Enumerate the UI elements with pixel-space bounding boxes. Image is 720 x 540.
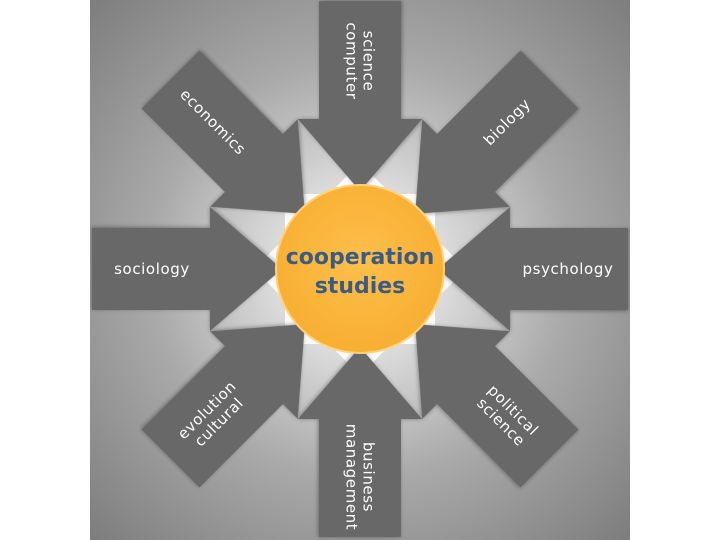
label-computer-science-1: computer <box>343 22 361 99</box>
label-computer-science-2: science <box>360 31 378 92</box>
label-psychology-1: psychology <box>523 260 614 278</box>
arrow-shape-business-management <box>298 347 422 537</box>
arrow-biology: biology <box>415 50 579 214</box>
center-label-line-1: cooperation <box>286 245 434 270</box>
arrow-economics: economics <box>141 50 305 214</box>
arrow-shape-computer-science <box>298 1 422 191</box>
label-business-management-1: business <box>360 442 378 512</box>
label-sociology-1: sociology <box>114 260 190 278</box>
arrow-shape-sociology <box>92 207 282 331</box>
center-label-line-2: studies <box>315 274 406 299</box>
arrow-shape-economics <box>141 50 305 214</box>
arrow-shape-psychology <box>438 207 628 331</box>
label-business-management-2: management <box>343 424 361 530</box>
arrow-psychology: psychology <box>438 207 628 331</box>
arrow-shape-cultural-evolution <box>141 324 305 488</box>
arrow-shape-political-science <box>415 324 579 488</box>
arrow-shape-biology <box>415 50 579 214</box>
arrow-sociology: sociology <box>92 207 282 331</box>
center-circle <box>275 184 445 354</box>
center-node: cooperation studies <box>275 184 445 354</box>
